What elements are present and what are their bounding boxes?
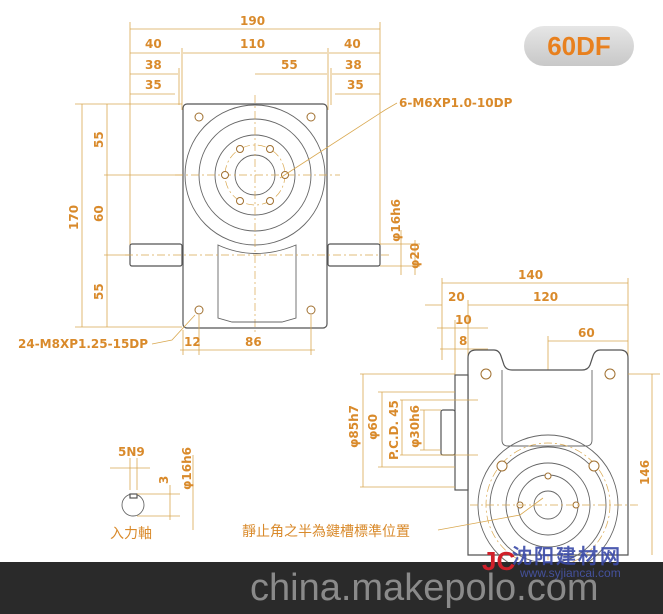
watermark-site: china.makepolo.com xyxy=(250,567,599,609)
dim-right-35: 35 xyxy=(347,78,364,92)
dim-shaft-dia: φ16h6 xyxy=(389,199,403,242)
input-shaft-detail: 5N9 3 φ16h6 入力軸 xyxy=(110,445,194,542)
dim-hole-offset: 12 xyxy=(184,335,201,349)
dim-side-body: 120 xyxy=(533,290,558,304)
dim-right-38: 38 xyxy=(345,58,362,72)
side-view: 140 20 120 10 8 60 xyxy=(242,268,660,576)
dim-pcd: P.C.D. 45 xyxy=(387,400,401,460)
dim-side-overall: 140 xyxy=(518,268,543,282)
note-top-holes: 6-M6XP1.0-10DP xyxy=(399,96,513,110)
note-mount-holes: 24-M8XP1.25-15DP xyxy=(18,337,148,351)
dim-body-width: 110 xyxy=(240,37,265,51)
model-badge: 60DF xyxy=(524,26,634,66)
partner-url: www.syjiancai.com xyxy=(520,566,621,580)
dim-left-flange: 40 xyxy=(145,37,162,51)
watermark-bar xyxy=(0,562,663,614)
dim-hole-spacing: 86 xyxy=(245,335,262,349)
dim-right-flange: 40 xyxy=(344,37,361,51)
dim-overall-height: 170 xyxy=(67,205,81,230)
dim-bottom-55: 55 xyxy=(92,283,106,300)
dim-side-height: 146 xyxy=(638,460,652,485)
dim-center-55: 55 xyxy=(281,58,298,72)
dim-shaft-30: φ30h6 xyxy=(408,405,422,448)
dim-side-flange: 10 xyxy=(455,313,472,327)
dim-boss-dia: φ20 xyxy=(408,243,422,269)
dim-key-depth: 3 xyxy=(157,476,171,484)
dim-side-half: 60 xyxy=(578,326,595,340)
dim-left-35: 35 xyxy=(145,78,162,92)
partner-logo-icon: JC xyxy=(482,546,516,576)
dim-side-offset: 20 xyxy=(448,290,465,304)
front-view: 190 40 110 40 38 38 55 35 35 170 55 60 5… xyxy=(18,14,513,355)
input-shaft-label: 入力軸 xyxy=(110,526,152,542)
note-keyway: 靜止角之半為鍵槽標準位置 xyxy=(242,524,410,540)
dim-pilot-dia: φ85h7 xyxy=(347,405,361,448)
dim-overall-width: 190 xyxy=(240,14,265,28)
dim-outer-dia: φ60 xyxy=(366,414,380,440)
dim-left-38: 38 xyxy=(145,58,162,72)
partner-name: 沈阳建材网 xyxy=(512,544,622,568)
dim-top-55: 55 xyxy=(92,131,106,148)
dim-input-shaft-dia: φ16h6 xyxy=(180,447,194,490)
dim-middle-60: 60 xyxy=(92,205,106,222)
dim-key-width: 5N9 xyxy=(118,445,145,459)
dim-side-flange-inner: 8 xyxy=(459,334,467,348)
